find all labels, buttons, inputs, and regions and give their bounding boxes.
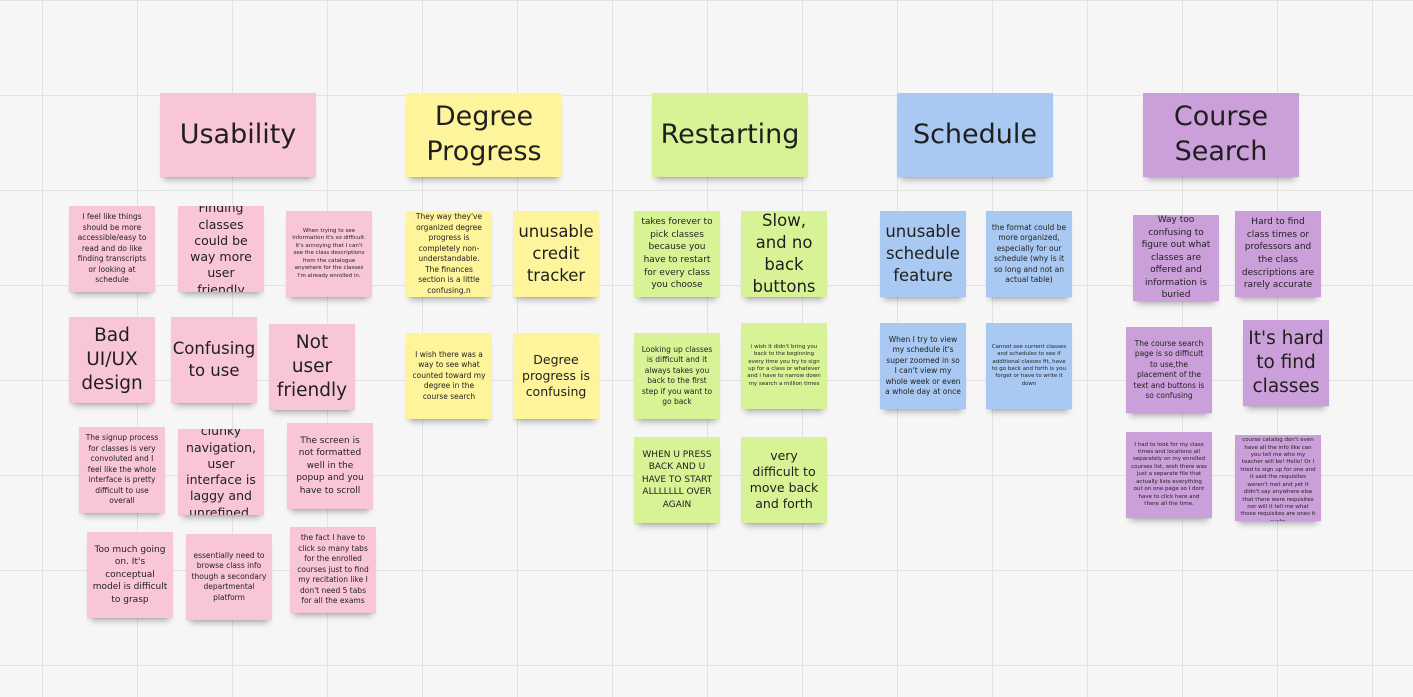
sticky-note[interactable]: I feel like things should be more access… [69,206,155,292]
sticky-note[interactable]: unusable schedule feature [880,211,966,297]
sticky-note[interactable]: essentially need to browse class info th… [186,534,272,620]
sticky-note[interactable]: unusable credit tracker [513,211,599,297]
sticky-note[interactable]: the format could be more organized, espe… [986,211,1072,297]
sticky-note[interactable]: The signup process for classes is very c… [79,427,165,513]
sticky-note[interactable]: Way too confusing to figure out what cla… [1133,215,1219,301]
sticky-note[interactable]: Hard to find class times or professors a… [1235,211,1321,297]
header-schedule[interactable]: Schedule [897,93,1053,177]
sticky-note[interactable]: Not user friendly [269,324,355,410]
header-course-search[interactable]: Course Search [1143,93,1299,177]
sticky-note[interactable]: I had to look for my class times and loc… [1126,432,1212,518]
sticky-note[interactable]: Bad UI/UX design [69,317,155,403]
sticky-note[interactable]: WHEN U PRESS BACK AND U HAVE TO START AL… [634,437,720,523]
sticky-note[interactable]: Cannot see current classes and schedules… [986,323,1072,409]
sticky-note[interactable]: Looking up classes is difficult and it a… [634,333,720,419]
sticky-note[interactable]: clunky navigation, user interface is lag… [178,429,264,515]
sticky-note[interactable]: Too much going on. It's conceptual model… [87,532,173,618]
sticky-note[interactable]: I wish there was a way to see what count… [406,333,492,419]
sticky-note[interactable]: They way they've organized degree progre… [406,211,492,297]
sticky-note[interactable]: the fact I have to click so many tabs fo… [290,527,376,613]
sticky-note[interactable]: Slow, and no back buttons [741,211,827,297]
sticky-note[interactable]: When I try to view my schedule it's supe… [880,323,966,409]
sticky-note[interactable]: Confusing to use [171,317,257,403]
sticky-note[interactable]: Degree progress is confusing [513,333,599,419]
sticky-note[interactable]: Some classes listed on the course catalo… [1235,435,1321,521]
sticky-note[interactable]: The screen is not formatted well in the … [287,423,373,509]
sticky-note[interactable]: When trying to see information it's so d… [286,211,372,297]
header-usability[interactable]: Usability [160,93,316,177]
sticky-note[interactable]: very difficult to move back and forth [741,437,827,523]
sticky-note[interactable]: Finding classes could be way more user f… [178,206,264,292]
header-degree-progress[interactable]: Degree Progress [406,93,562,177]
header-restarting[interactable]: Restarting [652,93,808,177]
sticky-note[interactable]: The course search page is so difficult t… [1126,327,1212,413]
sticky-note[interactable]: It's hard to find classes [1243,320,1329,406]
sticky-note[interactable]: takes forever to pick classes because yo… [634,211,720,297]
sticky-note[interactable]: i wish it didn't bring you back to the b… [741,323,827,409]
